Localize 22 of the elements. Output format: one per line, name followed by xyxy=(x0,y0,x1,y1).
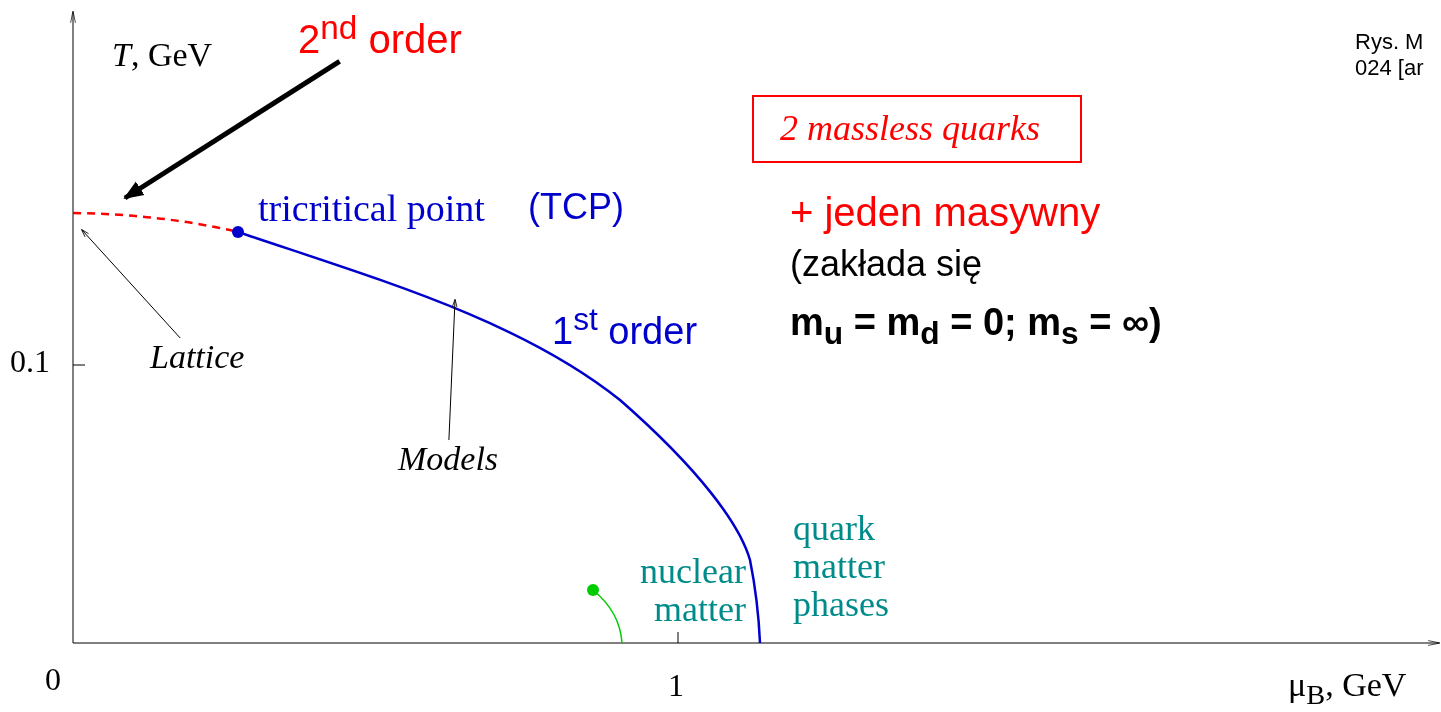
note-text: + jeden masywny xyxy=(790,190,1101,234)
callout-text: Models xyxy=(398,440,499,478)
point-label: tricritical point xyxy=(258,188,485,230)
tick-label: 1 xyxy=(668,668,684,704)
region-label: quark matter phases xyxy=(793,510,890,624)
axis-title: μ$_{B}$, GeV xyxy=(1288,666,1407,710)
note-box: 2 massless quarks xyxy=(752,95,1082,163)
point-label: (TCP) xyxy=(528,187,624,227)
curve-label: 1$^{st}$ order xyxy=(552,302,698,353)
callout-text: 2$^{nd}$ order xyxy=(298,10,462,62)
tick-label: 0.1 xyxy=(10,344,50,380)
axis-title: T, GeV xyxy=(112,36,213,74)
callout-text: Lattice xyxy=(150,338,245,376)
leader-arrow xyxy=(448,298,458,441)
tick-label: 0 xyxy=(45,662,61,698)
mass-condition-text: m$_{u}$ = m$_{d}$ = 0; m$_{s}$ = ∞) xyxy=(790,302,1162,351)
region-label: nuclear matter xyxy=(639,553,746,629)
leader-arrow xyxy=(81,229,181,339)
leader-arrow xyxy=(123,59,341,201)
source-note: 024 [ar xyxy=(1355,56,1424,81)
note-text: (zakłada się xyxy=(790,244,983,284)
source-note: Rys. M xyxy=(1355,30,1424,55)
